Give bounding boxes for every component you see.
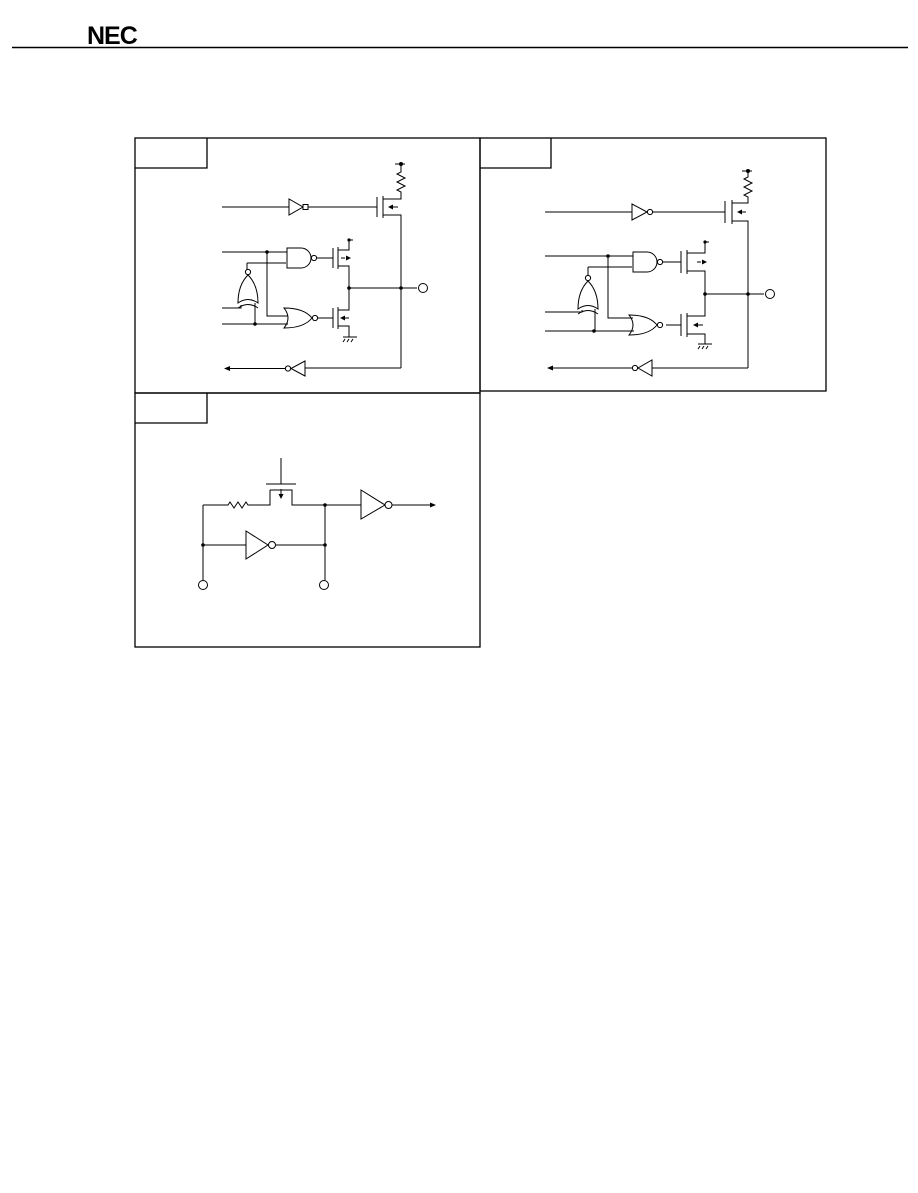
label-tab-top-left	[135, 138, 208, 169]
label-tab-top-right	[480, 138, 552, 169]
circuit-panel-top-right	[545, 169, 775, 377]
circuit-panel-top-left	[222, 162, 428, 377]
panel-frame-top-right	[479, 137, 827, 392]
diagram-frames	[134, 137, 827, 648]
nec-logo: NEC	[87, 22, 138, 50]
circuit-panel-bottom-left	[198, 458, 436, 590]
label-tab-bottom-left	[135, 393, 208, 424]
header: NEC	[12, 22, 908, 50]
panel-frame-bottom-left	[134, 392, 481, 648]
